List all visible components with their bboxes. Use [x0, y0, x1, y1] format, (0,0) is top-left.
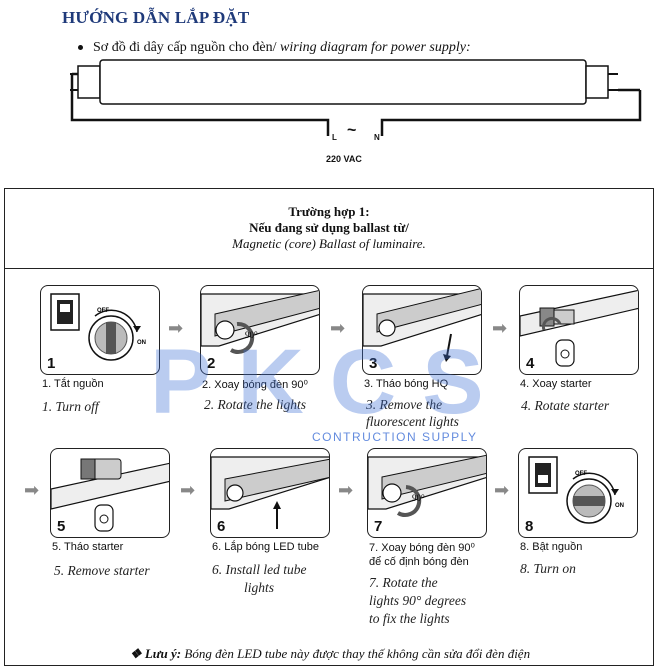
voltage-label: 220 VAC — [326, 154, 362, 164]
step-number: 2 — [207, 355, 216, 372]
step-number: 6 — [217, 518, 226, 535]
step-1-vi: 1. Tắt nguồn — [42, 378, 104, 390]
rotate-starter-illustration — [520, 289, 638, 367]
label-n: N — [374, 133, 380, 142]
step-3-en2: fluorescent lights — [366, 414, 459, 429]
remove-starter-illustration — [51, 458, 169, 532]
wire-l — [70, 74, 330, 136]
step-6-vi: 6. Lắp bóng LED tube — [212, 541, 320, 553]
note-text: Bóng đèn LED tube này được thay thế khôn… — [181, 646, 531, 661]
label-tilde: ~ — [347, 122, 357, 139]
instruction-frame — [4, 188, 654, 666]
step-8-panel: OFF ON 8 — [518, 448, 638, 538]
case-subtitle-en: Magnetic (core) Ballast of luminaire. — [232, 236, 426, 251]
watermark-logo: PKCS — [150, 331, 510, 433]
rotate-tube-illustration: 90⁰ — [201, 289, 319, 354]
step-7-en2: lights 90° degrees — [369, 593, 467, 608]
step-number: 5 — [57, 518, 66, 535]
step-7-panel: 90⁰ 7 — [367, 448, 487, 538]
step-number: 4 — [526, 355, 535, 372]
step-7-vi2: để cố định bóng đèn — [369, 556, 469, 568]
bullet-text-en: wiring diagram for power supply: — [276, 40, 471, 55]
switch-on-illustration: OFF ON — [528, 456, 624, 524]
step-2-panel: 90⁰ 2 — [200, 285, 320, 375]
case-title: Trường hợp 1: — [288, 204, 370, 219]
bullet-dot — [78, 45, 83, 51]
step-6-panel: 6 — [210, 448, 330, 538]
case-header: Trường hợp 1: Nếu đang sử dụng ballast t… — [4, 204, 654, 252]
step-8-en: 8. Turn on — [520, 561, 576, 576]
svg-text:90⁰: 90⁰ — [412, 493, 425, 503]
step-4-en: 4. Rotate starter — [521, 398, 610, 413]
step-7-en: 7. Rotate the — [369, 575, 438, 590]
step-6-en2: lights — [244, 580, 275, 595]
wiring-bullet: Sơ đồ đi dây cấp nguồn cho đèn/ wiring d… — [78, 40, 471, 56]
wire-n — [380, 90, 642, 136]
case-divider — [4, 268, 654, 269]
svg-text:90⁰: 90⁰ — [245, 330, 258, 340]
step-2-en: 2. Rotate the lights — [204, 397, 306, 412]
step-number: 7 — [374, 518, 383, 535]
step-3-vi: 3. Tháo bóng HQ — [364, 378, 449, 390]
step-8-vi: 8. Bật nguồn — [520, 541, 583, 553]
arrow-right-icon: ➡ — [330, 318, 346, 338]
step-1-panel: OFF ON 1 — [40, 285, 160, 375]
step-3-en: 3. Remove the — [366, 397, 443, 412]
step-4-vi: 4. Xoay starter — [520, 378, 592, 390]
step-number: 8 — [525, 518, 534, 535]
remove-tube-illustration — [363, 287, 481, 362]
watermark-subtitle: CONTRUCTION SUPPLY — [312, 430, 478, 444]
arrow-right-icon: ➡ — [338, 480, 354, 500]
switch-on-label: ON — [137, 340, 146, 346]
step-5-vi: 5. Tháo starter — [52, 541, 124, 553]
label-l: L — [332, 133, 337, 142]
arrow-right-icon: ➡ — [494, 480, 510, 500]
tube — [99, 59, 587, 105]
right-endcap — [585, 65, 609, 99]
footer-note: ❖ Lưu ý: Bóng đèn LED tube này được thay… — [0, 646, 660, 662]
arrow-right-icon: ➡ — [492, 318, 508, 338]
step-number: 3 — [369, 355, 378, 372]
svg-text:OFF: OFF — [575, 471, 587, 477]
step-5-en: 5. Remove starter — [54, 563, 150, 578]
svg-text:ON: ON — [615, 503, 624, 509]
step-number: 1 — [47, 355, 56, 372]
arrow-right-icon: ➡ — [168, 318, 184, 338]
left-endcap — [77, 65, 101, 99]
step-3-panel: 3 — [362, 285, 482, 375]
note-prefix: ❖ Lưu ý: — [129, 646, 182, 661]
case-subtitle: Nếu đang sử dụng ballast từ/ — [249, 220, 409, 235]
rotate-led-illustration: 90⁰ — [368, 454, 486, 517]
step-7-vi: 7. Xoay bóng đèn 90⁰ — [369, 542, 475, 554]
step-2-vi: 2. Xoay bóng đèn 90⁰ — [202, 379, 308, 391]
bullet-text: Sơ đồ đi dây cấp nguồn cho đèn/ — [93, 40, 277, 55]
step-6-en: 6. Install led tube — [212, 562, 307, 577]
arrow-right-icon: ➡ — [24, 480, 40, 500]
step-7-en3: to fix the lights — [369, 611, 450, 626]
switch-illustration: OFF ON — [50, 293, 146, 361]
arrow-right-icon: ➡ — [180, 480, 196, 500]
page-title: HƯỚNG DẪN LẮP ĐẶT — [62, 8, 250, 27]
step-1-en: 1. Turn off — [42, 399, 99, 414]
wiring-diagram — [70, 59, 642, 136]
step-5-panel: 5 — [50, 448, 170, 538]
install-led-illustration — [211, 456, 329, 529]
step-4-panel: 4 — [519, 285, 639, 375]
switch-off-label: OFF — [97, 308, 109, 314]
